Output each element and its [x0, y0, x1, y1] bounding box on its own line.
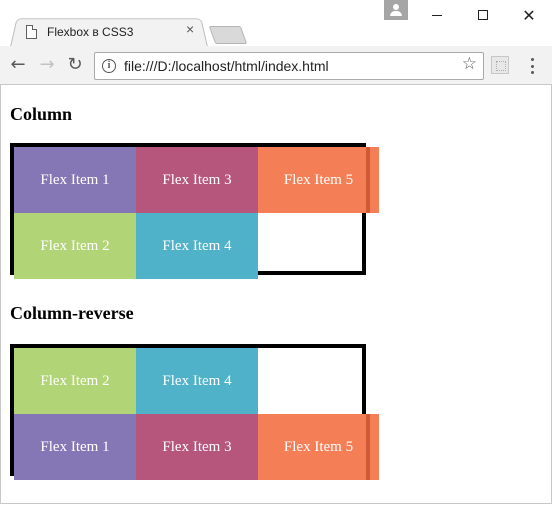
- section-heading-column: Column: [10, 104, 73, 124]
- flex-item-overflow-border: [366, 147, 370, 213]
- reload-icon: ↻: [67, 54, 83, 75]
- profile-icon[interactable]: [384, 0, 408, 20]
- address-bar[interactable]: i file:///D:/localhost/html/index.html ☆: [94, 52, 484, 80]
- page-icon: [26, 25, 37, 39]
- reload-button[interactable]: ↻: [65, 55, 85, 75]
- menu-dots-icon[interactable]: [530, 58, 534, 74]
- info-icon[interactable]: i: [102, 59, 116, 73]
- minimize-icon: [432, 14, 442, 16]
- back-arrow-icon: ←: [10, 54, 26, 75]
- tab-title: Flexbox в CSS3: [47, 25, 134, 39]
- flex-item-overflow-border: [366, 414, 370, 480]
- flex-item: Flex Item 2: [14, 213, 136, 279]
- flex-item: Flex Item 5: [258, 414, 379, 480]
- section-heading-column-reverse: Column-reverse: [10, 303, 134, 323]
- new-tab-button[interactable]: [208, 26, 248, 44]
- minimize-button[interactable]: [414, 0, 460, 30]
- forward-arrow-icon: →: [39, 54, 55, 75]
- flex-item: Flex Item 1: [14, 414, 136, 480]
- flex-item: Flex Item 5: [258, 147, 379, 213]
- flex-item: Flex Item 3: [136, 414, 258, 480]
- extension-icon[interactable]: [491, 56, 509, 74]
- bookmark-star-icon[interactable]: ☆: [461, 54, 477, 74]
- flex-item: Flex Item 4: [136, 213, 258, 279]
- flex-item: Flex Item 1: [14, 147, 136, 213]
- close-button[interactable]: ✕: [506, 0, 552, 30]
- maximize-button[interactable]: [460, 0, 506, 30]
- flex-item: Flex Item 4: [136, 348, 258, 414]
- flex-item: Flex Item 3: [136, 147, 258, 213]
- maximize-icon: [478, 10, 488, 20]
- url-text[interactable]: file:///D:/localhost/html/index.html: [124, 58, 329, 74]
- back-button[interactable]: ←: [8, 55, 28, 75]
- page-viewport: Column Flex Item 1 Flex Item 2 Flex Item…: [0, 85, 552, 504]
- flex-item: Flex Item 2: [14, 348, 136, 414]
- forward-button[interactable]: →: [37, 55, 57, 75]
- close-icon: ✕: [522, 5, 536, 25]
- browser-tab-content[interactable]: Flexbox в CSS3: [22, 18, 202, 46]
- tab-close-icon[interactable]: ×: [186, 21, 195, 37]
